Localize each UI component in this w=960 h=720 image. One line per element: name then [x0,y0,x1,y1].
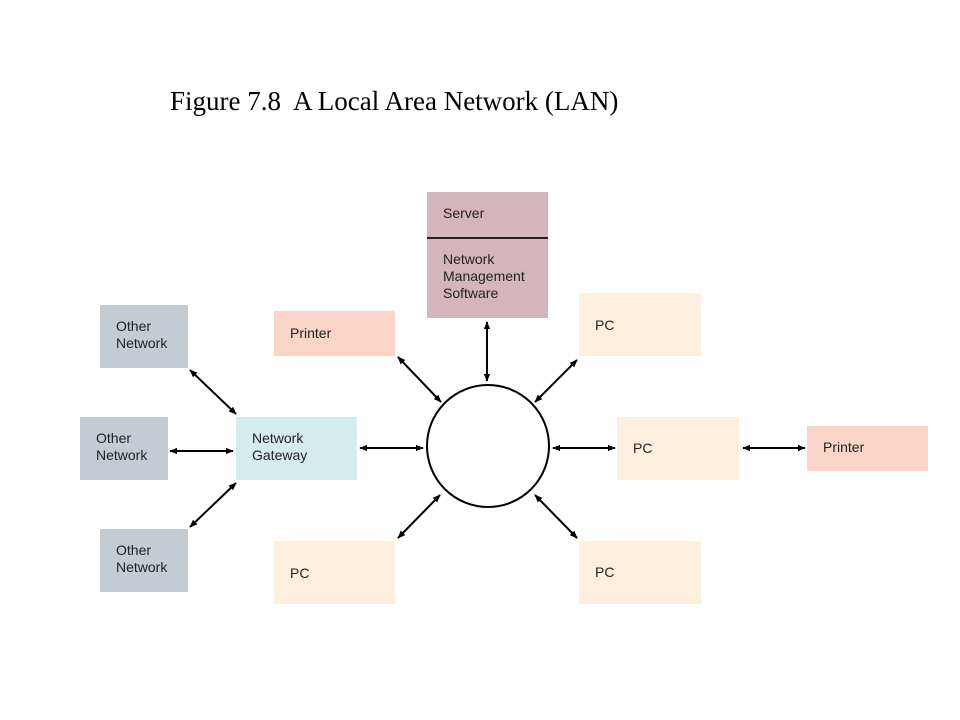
link-pc-top-right-hub [534,359,578,403]
other-network-top-box: Other Network [100,305,188,368]
server-divider [427,237,548,239]
printer-left-box: Printer [274,311,395,356]
lan-hub-circle [426,384,550,508]
link-pc-bottom-left-hub [397,494,441,539]
figure-title: Figure 7.8 A Local Area Network (LAN) [170,86,619,116]
pc-bottom-right-label: PC [595,564,615,580]
network-gateway-label: Network Gateway [252,430,308,463]
other-network-bottom-label: Other Network [116,542,168,575]
printer-right-box: Printer [807,426,928,471]
network-gateway-box: Network Gateway [236,417,357,480]
server-label: Server [443,205,485,221]
pc-bottom-left-label: PC [290,565,310,581]
server-box: Server Network Management Software [427,192,548,318]
pc-bottom-left-box: PC [274,541,395,604]
link-other-bottom-gateway [189,482,237,528]
pc-top-right-label: PC [595,317,615,333]
other-network-top-label: Other Network [116,318,168,351]
network-management-software-label: Network Management Software [443,251,525,301]
other-network-mid-label: Other Network [96,430,148,463]
link-pc-bottom-right-hub [534,494,578,539]
pc-bottom-right-box: PC [579,541,701,604]
printer-right-label: Printer [823,439,865,455]
pc-top-right-box: PC [579,293,701,356]
other-network-bottom-box: Other Network [100,529,188,592]
link-printer-left-hub [397,356,442,403]
pc-right-box: PC [617,417,739,480]
pc-right-label: PC [633,440,653,456]
link-other-top-gateway [189,369,237,415]
other-network-mid-box: Other Network [80,417,168,480]
printer-left-label: Printer [290,325,332,341]
